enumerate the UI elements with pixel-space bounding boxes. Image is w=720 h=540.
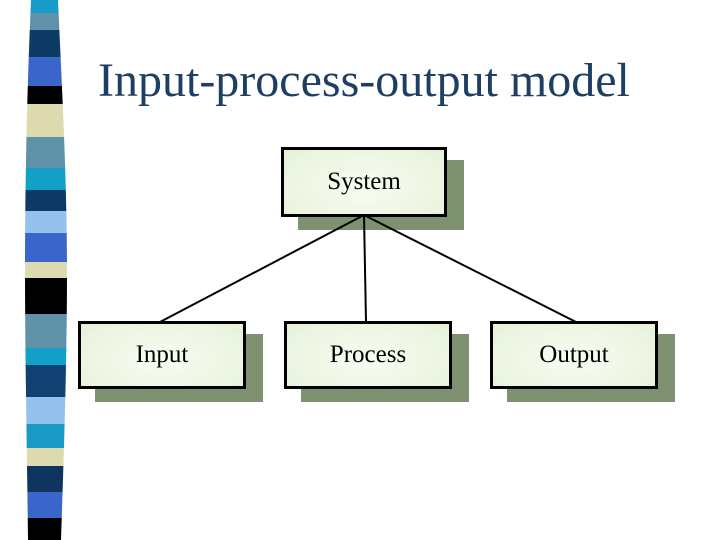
connector-system-input (159, 214, 365, 323)
decorative-ribbon (25, 0, 67, 540)
ribbon-band (25, 348, 67, 365)
ribbon-band (25, 424, 67, 448)
ribbon-band (25, 190, 67, 211)
diagram-node-output: Output (490, 321, 658, 389)
page-title: Input-process-output model (98, 54, 630, 107)
ribbon-band-group (25, 0, 67, 540)
node-label-process: Process (329, 341, 407, 368)
ribbon-band (25, 492, 67, 518)
ribbon-band (25, 262, 67, 278)
node-label-input: Input (135, 341, 189, 368)
connector-system-process (363, 214, 367, 323)
ribbon-band (25, 233, 67, 262)
node-label-output: Output (539, 341, 609, 368)
ribbon-band (25, 57, 67, 86)
ribbon-band (25, 30, 67, 57)
ribbon-band (25, 518, 67, 540)
ribbon-band (25, 104, 67, 137)
diagram-node-process: Process (284, 321, 452, 389)
ribbon-band (25, 0, 67, 13)
ribbon-band (25, 278, 67, 314)
node-label-system: System (327, 168, 401, 195)
diagram-node-input: Input (78, 321, 246, 389)
ribbon-band (25, 365, 67, 397)
ribbon-band (25, 314, 67, 348)
ribbon-band (25, 466, 67, 492)
ribbon-band (25, 448, 67, 466)
ribbon-band (25, 86, 67, 104)
ribbon-band (25, 168, 67, 190)
connector-system-output (363, 214, 577, 323)
ribbon-band (25, 13, 67, 30)
ribbon-band (25, 137, 67, 168)
diagram-node-system: System (281, 147, 447, 217)
ribbon-band (25, 397, 67, 424)
ribbon-band (25, 211, 67, 233)
